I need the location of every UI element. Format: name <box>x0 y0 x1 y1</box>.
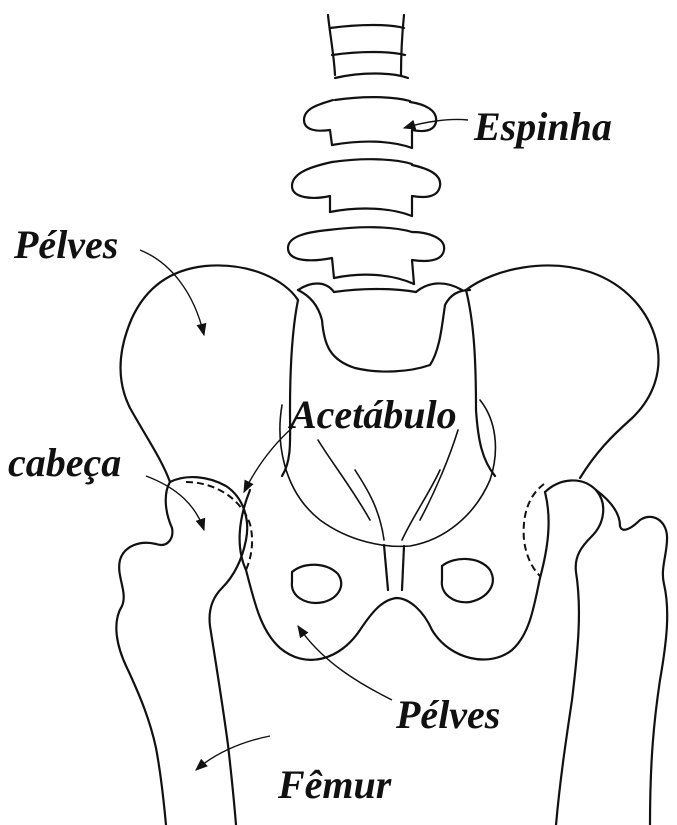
label-femur: Fêmur <box>277 762 392 807</box>
right-femur <box>524 480 668 825</box>
label-pelvis-top: Pélves <box>13 222 118 267</box>
spine-vertebrae <box>288 15 444 292</box>
label-spine: Espinha <box>473 104 612 149</box>
label-femoral-head: cabeça <box>8 440 121 485</box>
left-femur <box>116 477 252 825</box>
label-pelvis-bottom: Pélves <box>395 692 500 737</box>
pointer-arrows <box>140 119 468 770</box>
label-acetabulum: Acetábulo <box>287 392 457 437</box>
